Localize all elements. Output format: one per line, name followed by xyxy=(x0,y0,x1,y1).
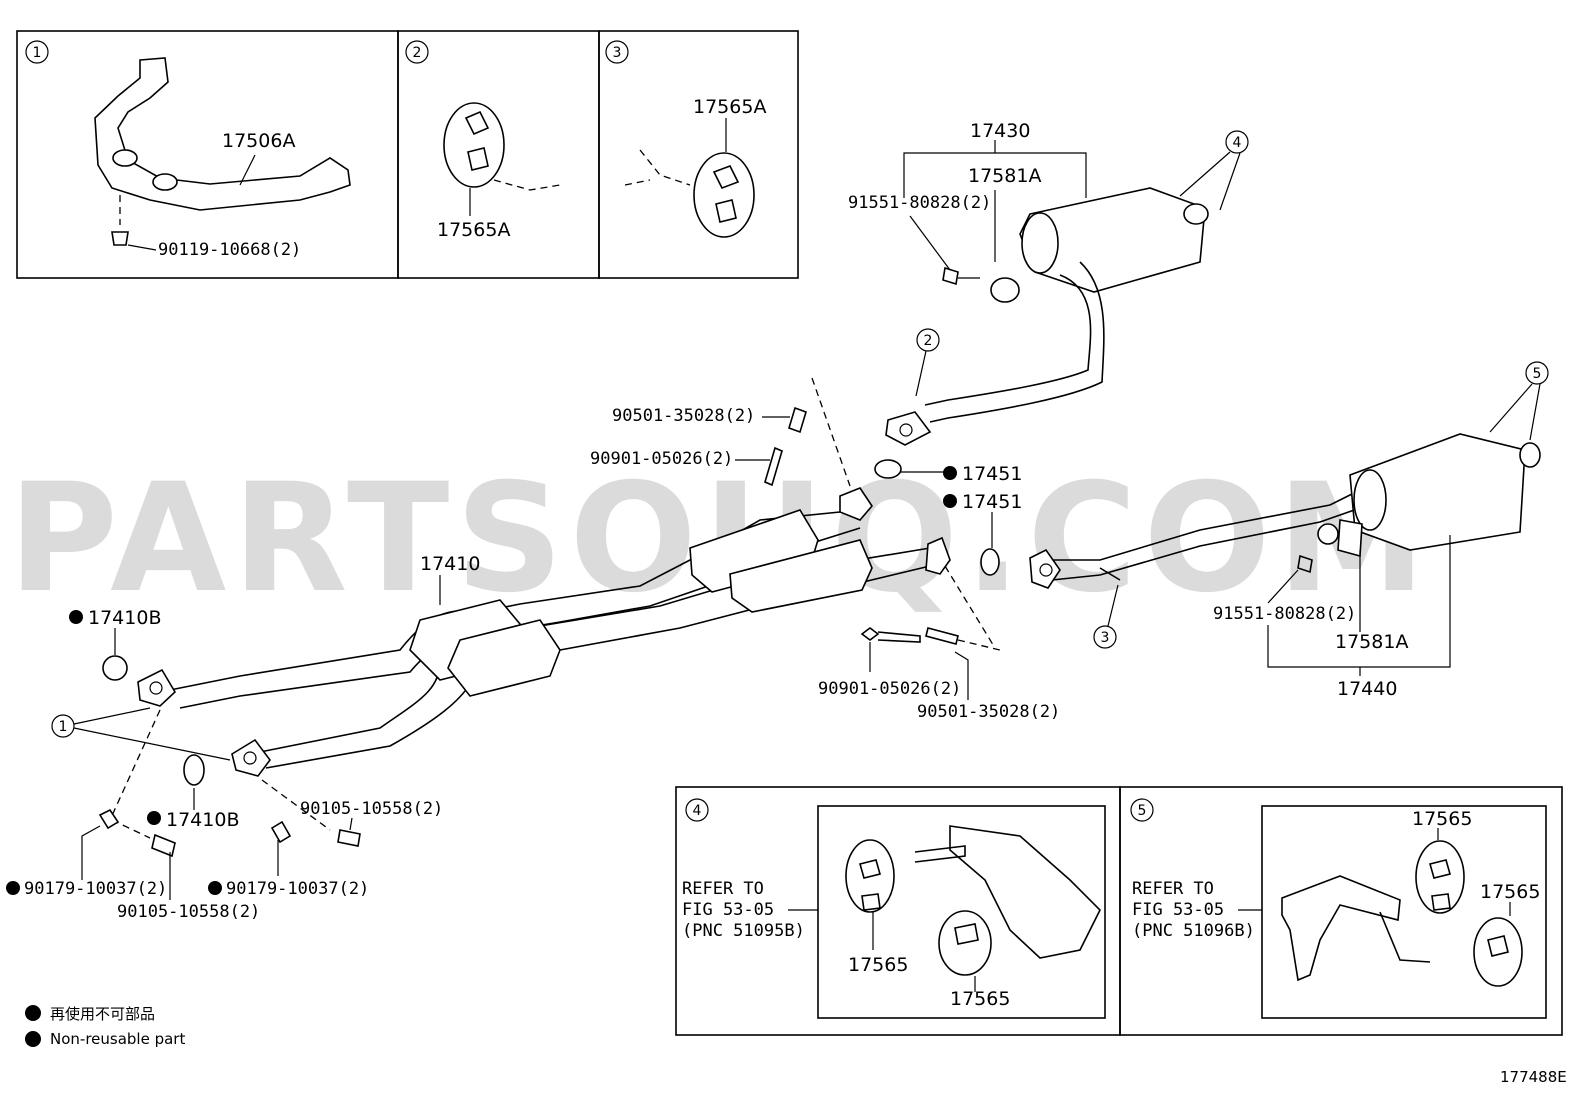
part-17565A-label-box2: 17565A xyxy=(437,219,510,241)
part-17506A-label: 17506A xyxy=(222,130,295,152)
box4-part-17565-a: 17565 xyxy=(848,954,908,976)
box5-refer-line2: FIG 53-05 xyxy=(1132,900,1224,920)
spring-90501-bottom-label: 90501-35028(2) xyxy=(917,702,1060,722)
bolt-90105-b-label: 90105-10558(2) xyxy=(117,902,260,922)
center-lower-hardware: 90901-05026(2) 90501-35028(2) xyxy=(818,565,1060,722)
gasket-17410B-a-label: 17410B xyxy=(88,607,161,629)
detail-box-4: 4 REFER TO FIG 53-05 (PNC 51095B) 17565 … xyxy=(675,786,1121,1036)
nut-90179-b-label: 90179-10037(2) xyxy=(226,879,369,899)
legend: 再使用不可部品 Non-reusable part xyxy=(25,1005,185,1048)
bolt-91551-bottom-label: 91551-80828(2) xyxy=(1213,604,1356,624)
detail-box-2: 2 17565A xyxy=(397,30,600,279)
box4-refer-line1: REFER TO xyxy=(682,879,764,899)
box5-refer-line1: REFER TO xyxy=(1132,879,1214,899)
callout-4-upper: 4 xyxy=(1233,135,1242,151)
box5-refer-line3: (PNC 51096B) xyxy=(1132,921,1255,941)
box5-part-17565-a: 17565 xyxy=(1412,808,1472,830)
callout-5-box: 5 xyxy=(1138,803,1147,819)
part-17581A-top-label: 17581A xyxy=(968,165,1041,187)
legend-jp: 再使用不可部品 xyxy=(50,1005,155,1023)
muffler-assembly-17440: 5 3 91551-80828(2) 17581A 17440 xyxy=(1029,361,1549,700)
callout-1-lower: 1 xyxy=(59,719,68,735)
gasket-17410B-b-label: 17410B xyxy=(166,809,239,831)
gasket-17451-b-label: 17451 xyxy=(962,491,1022,513)
box4-refer-line3: (PNC 51095B) xyxy=(682,921,805,941)
callout-3-lower: 3 xyxy=(1101,630,1110,646)
callout-1-box: 1 xyxy=(33,45,42,61)
muffler-assembly-17430: 17430 17581A 91551-80828(2) 4 2 xyxy=(848,120,1249,446)
legend-en: Non-reusable part xyxy=(50,1030,185,1048)
bolt-90119-label: 90119-10668(2) xyxy=(158,240,301,260)
part-17565A-label-box3: 17565A xyxy=(693,96,766,118)
bolt-91551-top-label: 91551-80828(2) xyxy=(848,193,991,213)
spring-90501-top-label: 90501-35028(2) xyxy=(612,406,755,426)
gasket-17451-a-label: 17451 xyxy=(962,463,1022,485)
part-17581A-bottom-label: 17581A xyxy=(1335,631,1408,653)
callout-5-upper: 5 xyxy=(1533,366,1542,382)
diagram-id: 177488E xyxy=(1500,1068,1567,1086)
box4-refer-line2: FIG 53-05 xyxy=(682,900,774,920)
nut-90179-a-label: 90179-10037(2) xyxy=(24,879,167,899)
front-pipe-17410: 17410 xyxy=(137,487,951,777)
detail-box-3: 3 17565A xyxy=(598,30,799,279)
box5-part-17565-b: 17565 xyxy=(1480,881,1540,903)
callout-2-box: 2 xyxy=(413,45,422,61)
callout-2-upper: 2 xyxy=(924,333,933,349)
bolt-90105-a-label: 90105-10558(2) xyxy=(300,799,443,819)
bolt-90901-top-label: 90901-05026(2) xyxy=(590,449,733,469)
part-17410-label: 17410 xyxy=(420,553,480,575)
part-17440-label: 17440 xyxy=(1337,678,1397,700)
detail-box-5: 5 REFER TO FIG 53-05 (PNC 51096B) 17565 … xyxy=(1119,786,1563,1036)
lower-left-hardware: 17410B 1 17410B 90105-10558(2) 90179-100… xyxy=(6,607,443,922)
center-hardware: 90501-35028(2) 90901-05026(2) 17451 1745… xyxy=(590,377,1022,576)
box4-part-17565-b: 17565 xyxy=(950,988,1010,1010)
callout-4-box: 4 xyxy=(693,803,702,819)
part-17430-label: 17430 xyxy=(970,120,1030,142)
detail-box-1: 1 17506A 90119-10668(2) xyxy=(16,30,399,279)
bolt-90901-bottom-label: 90901-05026(2) xyxy=(818,679,961,699)
callout-3-box: 3 xyxy=(613,45,622,61)
